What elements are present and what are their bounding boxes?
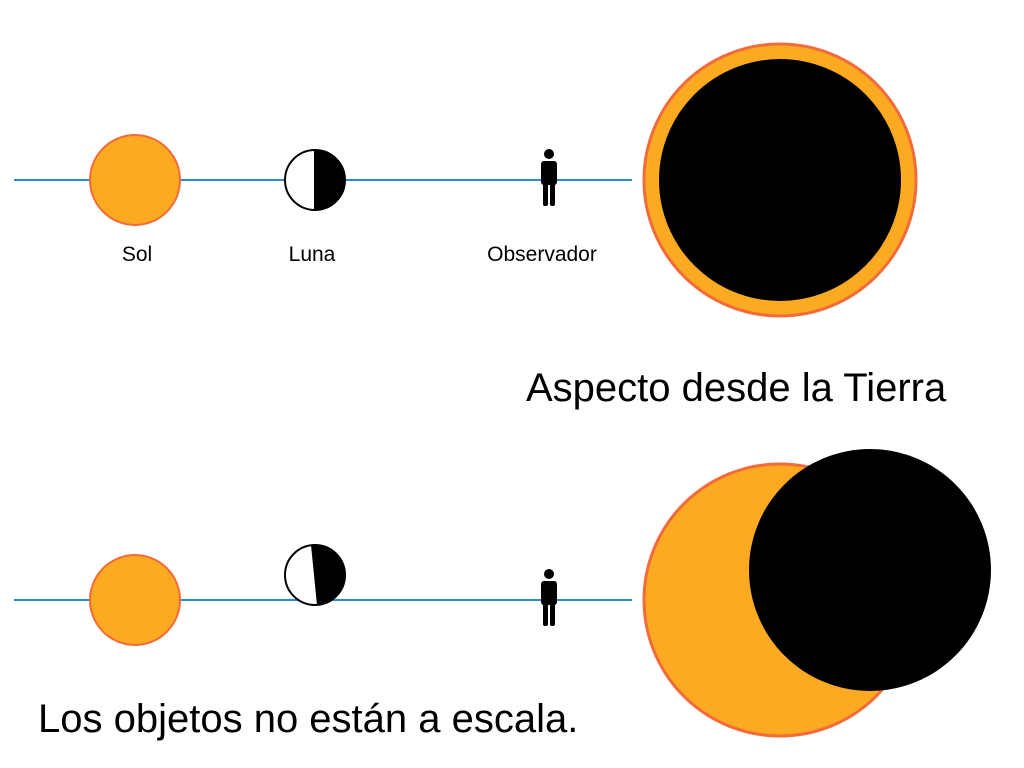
- eclipse-view-bottom: [642, 449, 991, 738]
- label-view-from-earth: Aspecto desde la Tierra: [526, 366, 947, 410]
- scene-top: [14, 42, 918, 318]
- scene-bottom: [14, 449, 991, 738]
- eclipse-view-top: [642, 42, 918, 318]
- label-observer: Observador: [487, 243, 597, 266]
- moon-bottom: [284, 544, 346, 606]
- person-icon: [541, 149, 557, 206]
- person-icon: [541, 569, 557, 626]
- label-moon: Luna: [288, 243, 336, 266]
- label-not-to-scale: Los objetos no están a escala.: [38, 697, 579, 741]
- moon-top: [284, 149, 346, 211]
- sun-bottom: [89, 554, 181, 646]
- label-sun: Sol: [121, 243, 153, 266]
- sun-top: [89, 134, 181, 226]
